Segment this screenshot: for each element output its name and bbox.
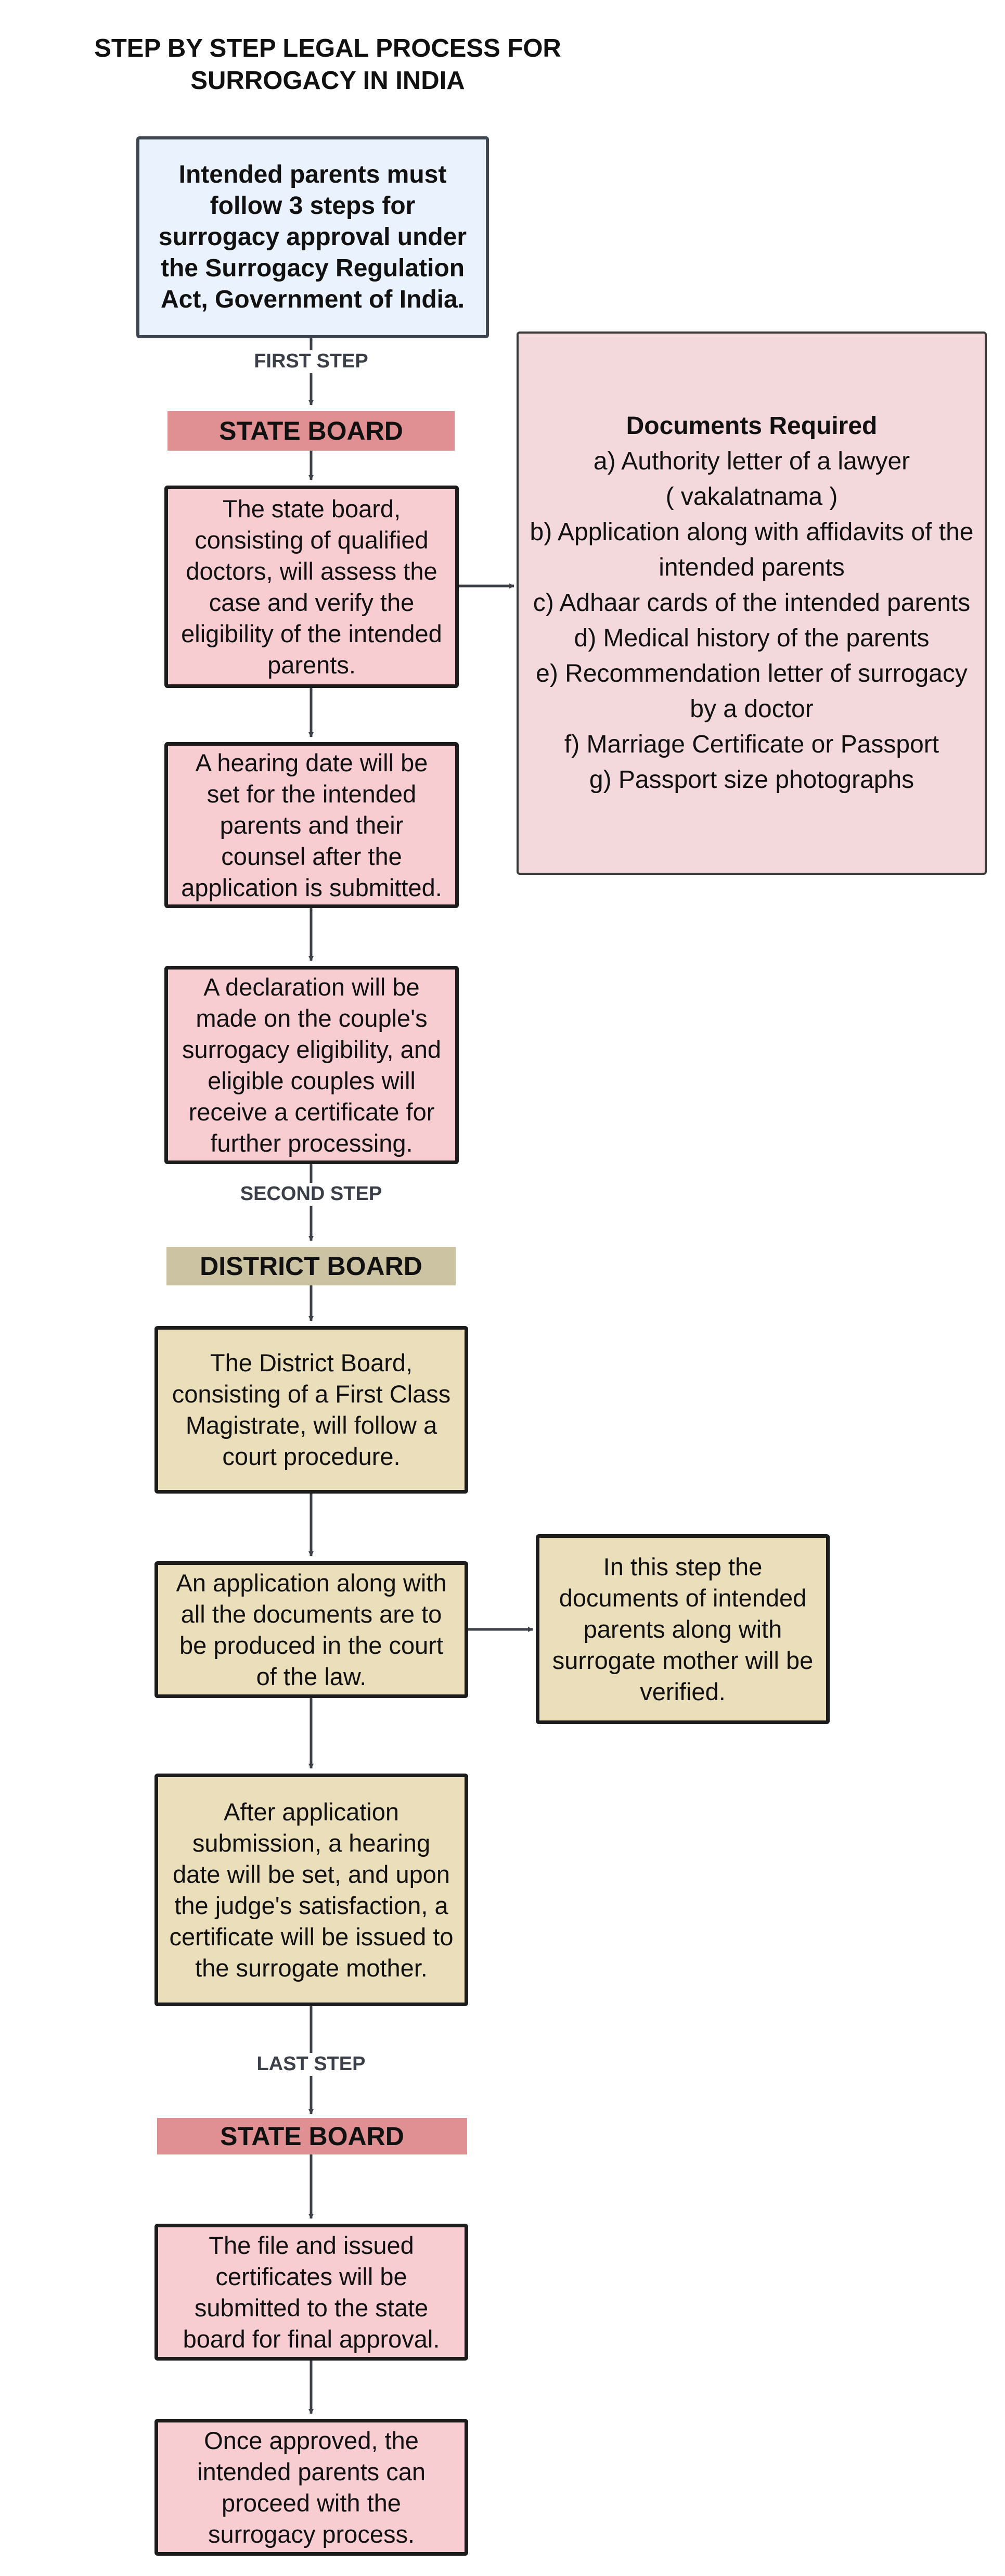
verification-box: In this step the documents of intended p… (536, 1534, 830, 1724)
final-submission-box: The file and issued certificates will be… (154, 2224, 468, 2361)
district-court-box: The District Board, consisting of a Firs… (154, 1326, 468, 1494)
document-item-c: c) Adhaar cards of the intended parents (533, 589, 971, 617)
hearing-date-box: A hearing date will be set for the inten… (164, 742, 459, 908)
state-board-assess-box: The state board, consisting of qualified… (164, 486, 459, 688)
document-item-d: d) Medical history of the parents (574, 624, 930, 652)
documents-heading: Documents Required (626, 412, 878, 440)
intro-box: Intended parents must follow 3 steps for… (136, 136, 489, 338)
district-board-band: DISTRICT BOARD (166, 1247, 456, 1285)
document-item-a-note: ( vakalatnama ) (665, 483, 838, 511)
document-item-f: f) Marriage Certificate or Passport (564, 731, 939, 758)
proceed-box: Once approved, the intended parents can … (154, 2419, 468, 2556)
document-item-e: e) Recommendation letter of surrogacy by… (536, 660, 968, 723)
documents-required-box: Documents Required a) Authority letter o… (517, 331, 987, 875)
first-step-label: FIRST STEP (244, 350, 378, 373)
document-item-b: b) Application along with affidavits of … (530, 518, 974, 581)
second-step-label: SECOND STEP (234, 1183, 388, 1206)
last-step-label: LAST STEP (251, 2053, 371, 2076)
document-item-g: g) Passport size photographs (589, 766, 914, 794)
declaration-box: A declaration will be made on the couple… (164, 966, 459, 1164)
page-title: STEP BY STEP LEGAL PROCESS FOR SURROGACY… (94, 34, 561, 95)
state-board-band-1: STATE BOARD (168, 411, 455, 451)
application-court-box: An application along with all the docume… (154, 1561, 468, 1698)
state-board-band-2: STATE BOARD (157, 2118, 467, 2154)
document-item-a: a) Authority letter of a lawyer (593, 448, 910, 475)
judge-certificate-box: After application submission, a hearing … (154, 1774, 468, 2006)
